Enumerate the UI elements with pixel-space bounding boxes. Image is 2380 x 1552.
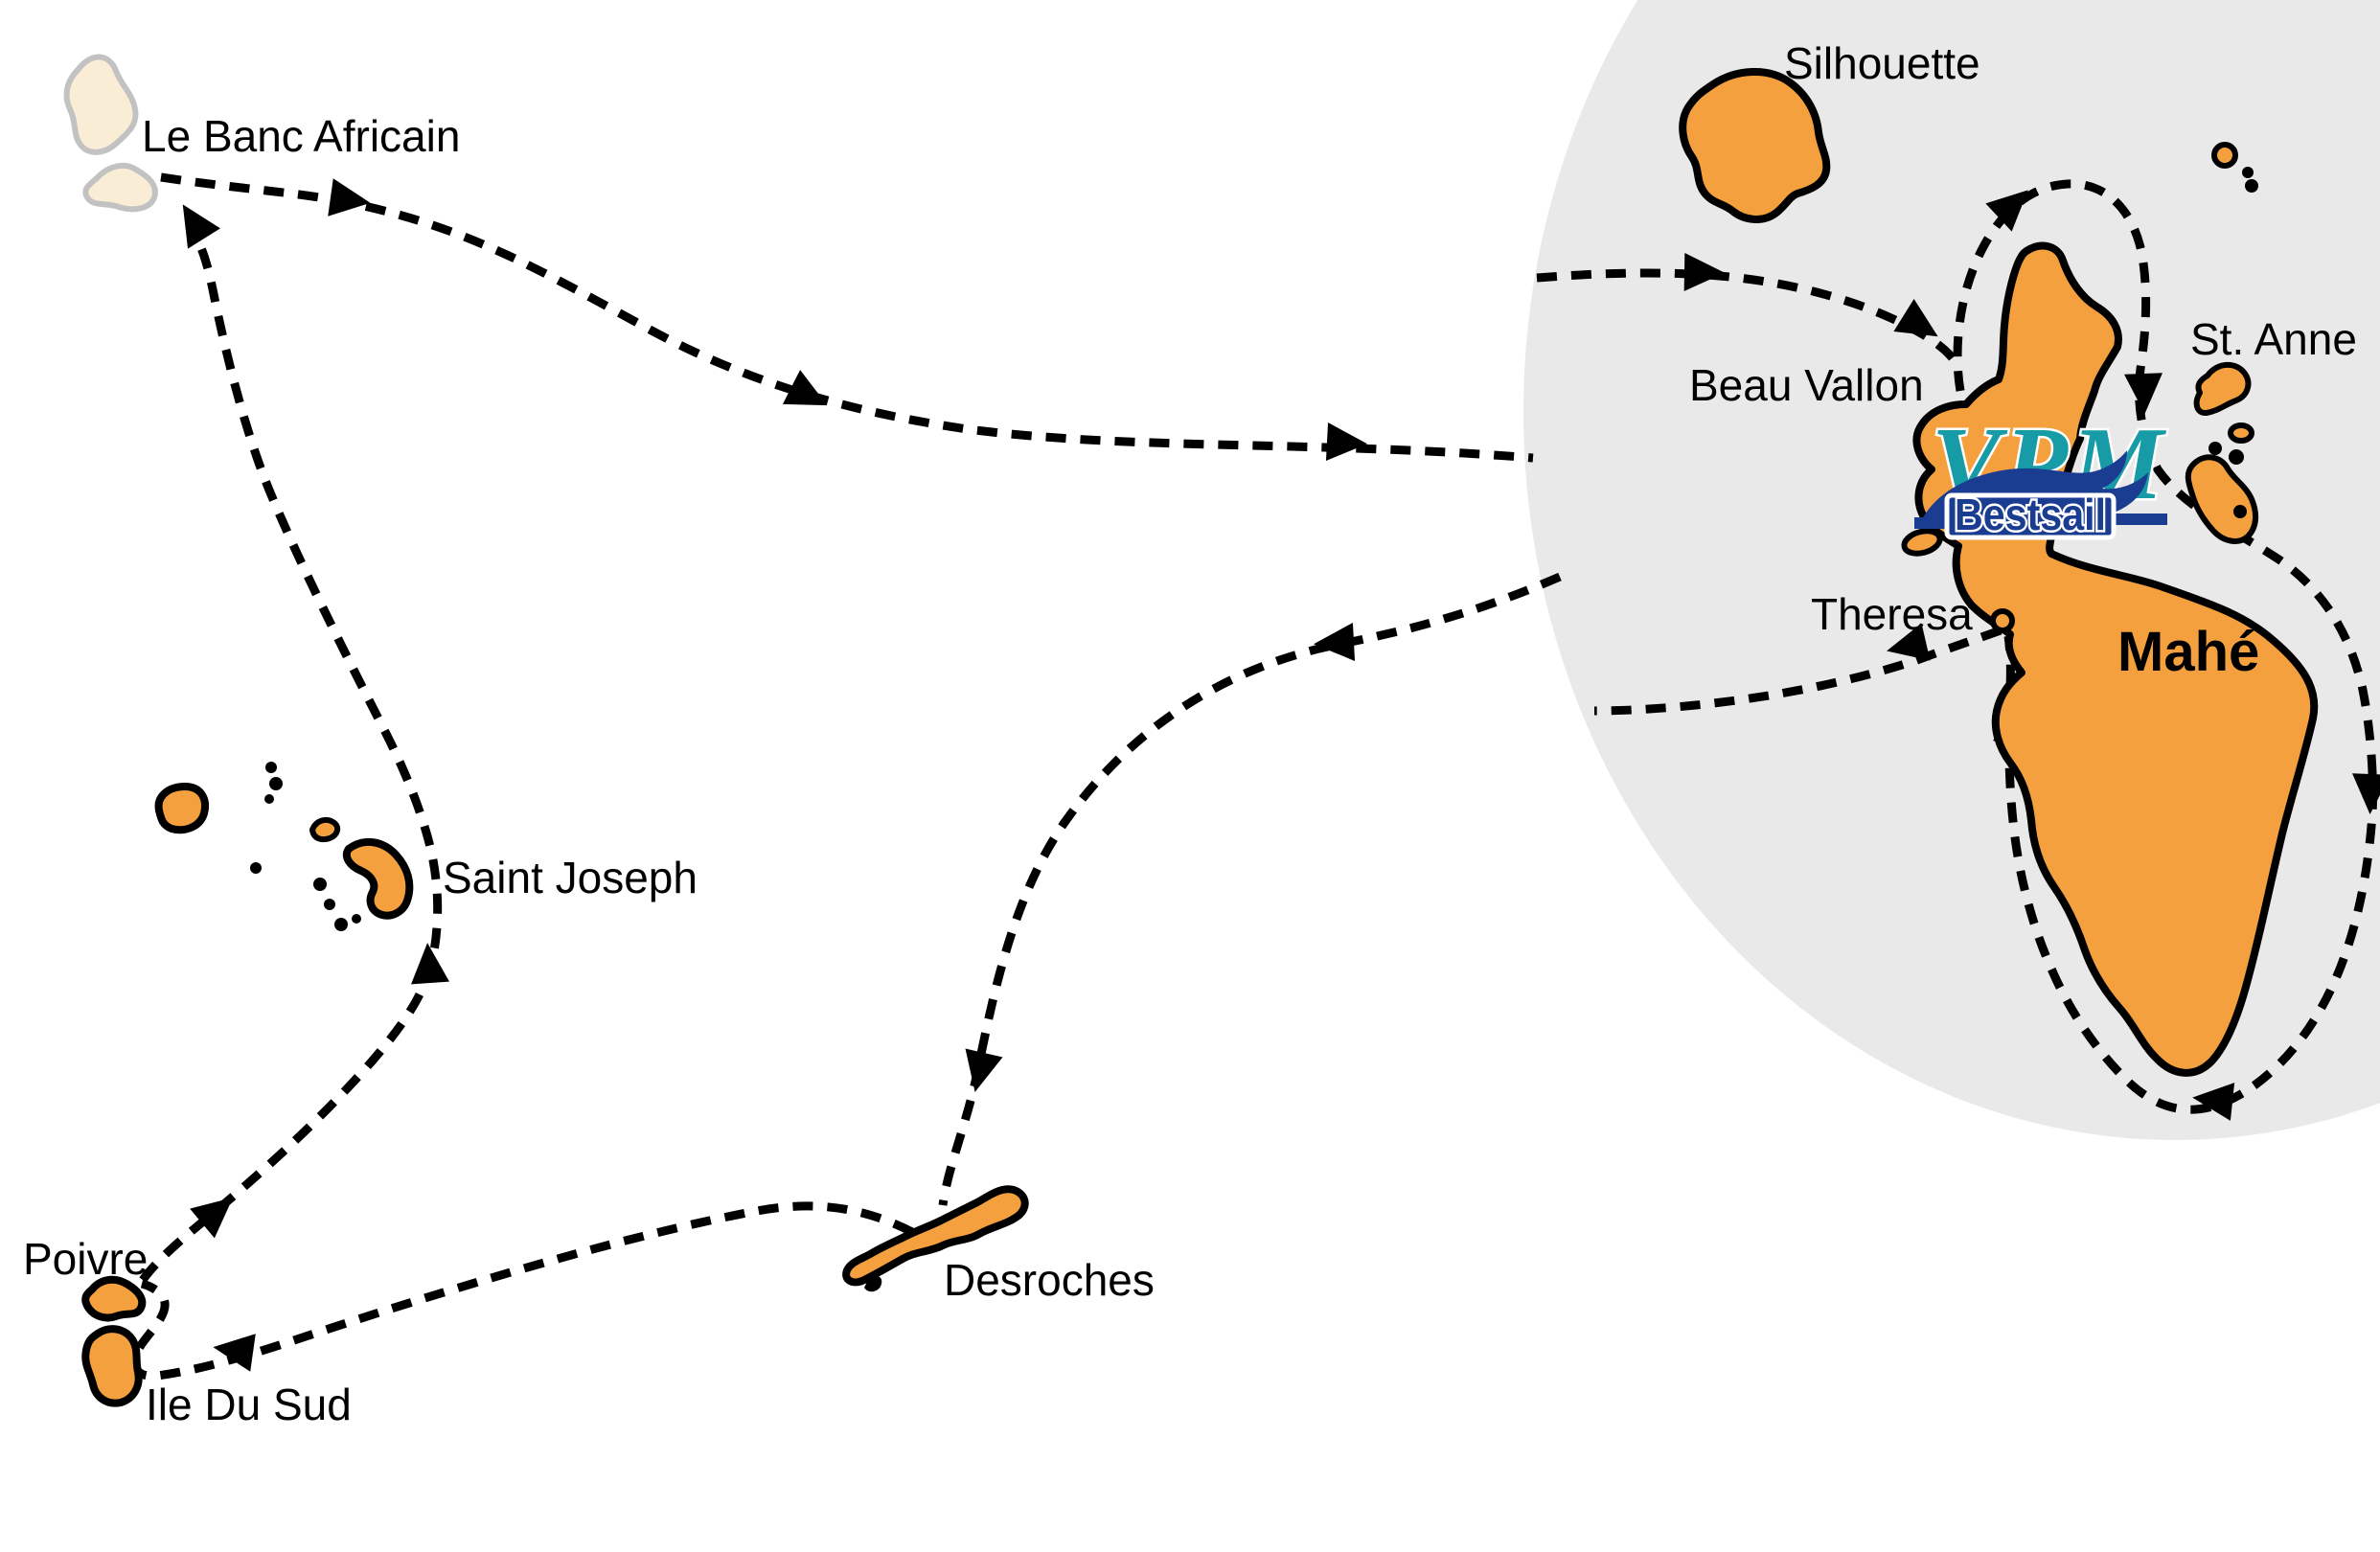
stjoseph-rock-2 bbox=[269, 777, 283, 790]
stjoseph-oval-island bbox=[154, 783, 209, 834]
arrow-inset-theresa-west bbox=[1887, 623, 1931, 661]
route-mahe-to-desroches bbox=[938, 572, 1562, 1206]
stjoseph-crescent-small bbox=[309, 816, 341, 843]
lebanc-north-island bbox=[63, 54, 139, 155]
islands bbox=[81, 68, 2319, 1407]
desroches-island bbox=[842, 1185, 1029, 1287]
arrow-poivre-stjoseph-1 bbox=[190, 1198, 234, 1239]
route-inset-theresa-departure bbox=[1593, 626, 2002, 716]
arrow-inset-southtip-west bbox=[2192, 1083, 2235, 1121]
stjoseph-rock-4 bbox=[250, 862, 262, 874]
st-anne-island bbox=[2193, 361, 2252, 416]
stjoseph-rock-1 bbox=[265, 762, 277, 773]
stjoseph-rock-8 bbox=[352, 914, 361, 924]
label-desroches: Desroches bbox=[944, 1255, 1155, 1305]
logo-bar-right bbox=[2112, 514, 2167, 525]
arrow-inset-northloop-up bbox=[1985, 190, 2028, 232]
stjoseph-rock-3 bbox=[264, 794, 274, 804]
route-inset-arrival-beauvallon bbox=[1536, 268, 1960, 367]
cerf-island bbox=[2185, 454, 2259, 544]
route-lebanc-to-mahe bbox=[160, 172, 1534, 463]
label-beau-vallon: Beau Vallon bbox=[1689, 360, 1924, 410]
route-poivre-stjoseph-lebanc bbox=[139, 221, 443, 1283]
north-rock-1 bbox=[2242, 167, 2254, 178]
iledusud-island bbox=[81, 1325, 143, 1407]
label-silhouette: Silhouette bbox=[1784, 38, 1980, 88]
logo-bestsail-frame bbox=[1944, 492, 2117, 540]
label-ile-du-sud: Ile Du Sud bbox=[146, 1380, 352, 1429]
north-rock-2 bbox=[2245, 179, 2258, 193]
cerf-rock-2 bbox=[2229, 449, 2244, 465]
arrow-mahe-desroches-2 bbox=[965, 1048, 1003, 1092]
arrow-lebanc-mahe-1 bbox=[328, 178, 371, 217]
arrow-inset-beauvallon bbox=[1893, 299, 1938, 337]
arrow-desroches-iledusud bbox=[213, 1334, 256, 1372]
arrow-inset-arrival-1 bbox=[1683, 253, 1725, 291]
route-inset-mahe-circumnavigation bbox=[1953, 179, 2378, 1114]
silhouette-island bbox=[1679, 68, 1831, 223]
arrow-poivre-stjoseph-2 bbox=[411, 943, 449, 985]
arrow-mahe-desroches-1 bbox=[1314, 623, 1356, 661]
arrow-stjoseph-lebanc bbox=[182, 204, 220, 249]
arrow-lebanc-mahe-3 bbox=[1325, 422, 1367, 461]
mahe-west-islet bbox=[1901, 528, 1943, 557]
label-st-anne: St. Anne bbox=[2190, 314, 2357, 364]
stjoseph-rock-6 bbox=[324, 899, 335, 910]
logo-bestsail-text: Bestsail bbox=[1955, 490, 2106, 539]
arrow-lebanc-mahe-2 bbox=[782, 370, 828, 406]
lebanc-south-island bbox=[82, 162, 158, 213]
north-islet bbox=[2211, 142, 2238, 169]
label-saint-joseph: Saint Joseph bbox=[443, 853, 698, 902]
label-poivre: Poivre bbox=[23, 1234, 148, 1284]
cerf-rock-1 bbox=[2208, 442, 2222, 455]
route-desroches-iledusud-poivre bbox=[130, 1201, 915, 1381]
place-labels: Le Banc Africain Silhouette St. Anne Bea… bbox=[23, 38, 2357, 1429]
stjoseph-main-island bbox=[342, 837, 414, 920]
stjoseph-rock-5 bbox=[313, 878, 327, 891]
vpm-bestsail-logo: VPM Bestsail bbox=[1914, 405, 2167, 542]
lebanc-africain-islands bbox=[63, 54, 158, 213]
cerf-rock-3 bbox=[2233, 505, 2247, 518]
label-mahe: Mahé bbox=[2117, 621, 2259, 683]
theresa-island bbox=[1990, 608, 2015, 633]
poivre-island bbox=[81, 1275, 147, 1322]
desroches-west-rock bbox=[864, 1275, 882, 1292]
arrow-inset-northloop-down bbox=[2124, 373, 2163, 414]
cerf-islet-small bbox=[2228, 422, 2254, 444]
label-le-banc-africain: Le Banc Africain bbox=[142, 111, 460, 161]
label-theresa: Theresa bbox=[1811, 589, 1973, 639]
arrow-inset-eastcoast-down bbox=[2352, 773, 2380, 814]
stjoseph-rock-7 bbox=[334, 918, 348, 931]
